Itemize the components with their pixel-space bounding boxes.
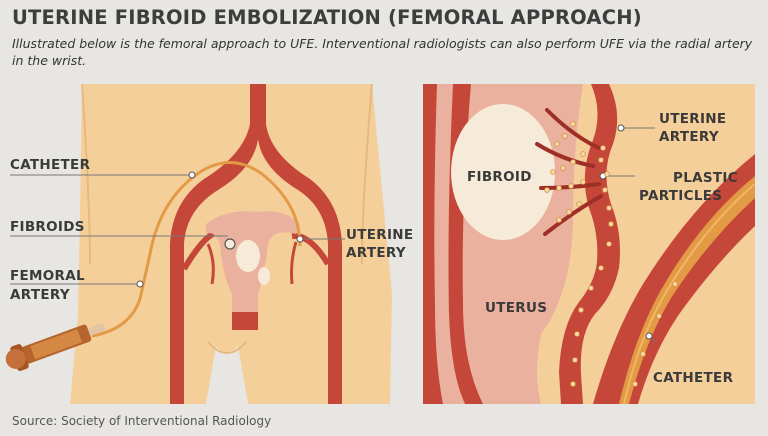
particle xyxy=(556,185,562,191)
particle xyxy=(578,307,584,313)
particle xyxy=(606,241,612,247)
closeup-illustration: FIBROID UTERINE ARTERY PLASTIC PARTICLES… xyxy=(423,84,755,404)
particle xyxy=(570,159,576,165)
uterus xyxy=(206,211,300,330)
fibroid xyxy=(451,104,555,240)
label-plastic-particles-line2: PARTICLES xyxy=(639,188,723,204)
particle xyxy=(606,205,612,211)
uterine-artery xyxy=(559,84,620,404)
particle xyxy=(672,281,678,287)
particle xyxy=(598,157,604,163)
closeup-diagram xyxy=(423,84,755,404)
femoral-approach-illustration: CATHETER FIBROIDS FEMORAL ARTERY UTERINE… xyxy=(0,84,414,404)
page-subtitle: Illustrated below is the femoral approac… xyxy=(12,36,753,68)
particle xyxy=(604,171,610,177)
label-fibroid: FIBROID xyxy=(467,169,532,185)
label-plastic-particles-line1: PLASTIC xyxy=(673,170,738,186)
body-diagram xyxy=(0,84,414,404)
label-fibroids: FIBROIDS xyxy=(10,219,85,235)
particle xyxy=(598,265,604,271)
label-uterine-artery-line1: UTERINE xyxy=(659,111,727,127)
particle xyxy=(570,381,576,387)
plastic-particles xyxy=(544,121,678,387)
catheter-line xyxy=(91,161,302,338)
particle xyxy=(640,351,646,357)
catheter xyxy=(619,176,755,404)
particle xyxy=(570,121,576,127)
label-catheter: CATHETER xyxy=(10,157,91,173)
particle xyxy=(550,169,556,175)
particle xyxy=(560,165,566,171)
syringe-icon xyxy=(5,323,106,371)
particle xyxy=(580,151,586,157)
page-title: UTERINE FIBROID EMBOLIZATION (FEMORAL AP… xyxy=(12,6,642,29)
particle xyxy=(632,381,638,387)
particle xyxy=(580,179,586,185)
particle xyxy=(588,285,594,291)
particle xyxy=(574,331,580,337)
source-credit: Source: Society of Interventional Radiol… xyxy=(12,414,272,428)
particle xyxy=(576,201,582,207)
particle xyxy=(562,133,568,139)
particle xyxy=(566,209,572,215)
particle xyxy=(544,187,550,193)
label-uterine-artery-line1: UTERINE xyxy=(346,227,414,243)
fibroid-small xyxy=(224,238,236,250)
particle xyxy=(600,145,606,151)
particle xyxy=(568,183,574,189)
particle xyxy=(656,313,662,319)
particle xyxy=(556,217,562,223)
fibroid-left xyxy=(236,240,260,272)
label-uterus: UTERUS xyxy=(485,300,548,316)
particle xyxy=(602,187,608,193)
label-catheter-closeup: CATHETER xyxy=(653,370,734,386)
particle xyxy=(608,221,614,227)
particle xyxy=(554,141,560,147)
label-uterine-artery-line2: ARTERY xyxy=(659,129,719,145)
label-uterine-artery-line2: ARTERY xyxy=(346,245,406,261)
particle xyxy=(572,357,578,363)
label-femoral-artery-line1: FEMORAL xyxy=(10,268,85,284)
label-femoral-artery-line2: ARTERY xyxy=(10,287,70,303)
